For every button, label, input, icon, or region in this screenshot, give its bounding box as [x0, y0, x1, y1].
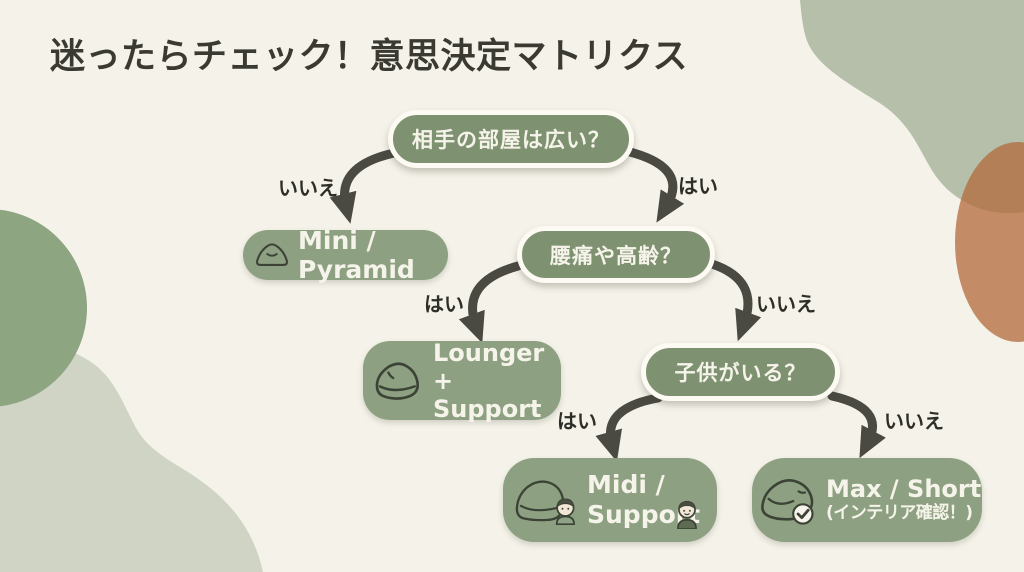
node-label: 腰痛や高齢？: [550, 243, 682, 268]
page-title: 迷ったらチェック！意思決定マトリクス: [50, 37, 688, 77]
node-label-line1: Max / Short: [826, 475, 982, 503]
node-label: Mini / Pyramid: [298, 226, 415, 284]
node-label: 子供がいる？: [674, 361, 807, 385]
edge-label-q1-no: いいえ: [278, 176, 338, 200]
check-badge-icon: [792, 503, 814, 525]
beanbag-lounger-icon: [375, 361, 419, 400]
arrow-q3-to-max: [827, 391, 886, 459]
node-question-room-size: 相手の部屋は広い？: [388, 110, 634, 168]
arrow-q1-to-q2: [625, 147, 685, 223]
edge-label-q2-no: いいえ: [756, 292, 816, 316]
node-result-max-short: Max / Short (インテリア確認！): [752, 458, 982, 542]
edge-label-q1-yes: はい: [678, 174, 718, 198]
arrow-q3-to-midi: [595, 393, 663, 462]
arrow-q1-to-mini: [329, 148, 399, 224]
beanbag-mini-icon: [256, 243, 288, 266]
node-label-line1: Midi /: [587, 470, 665, 499]
node-label-line1: Lounger +: [433, 338, 545, 395]
edge-label-q3-yes: はい: [557, 409, 597, 433]
beanbag-check-icon: [761, 479, 814, 525]
blob-sage-top-right: [800, 0, 1024, 214]
arrow-q2-to-lounger: [458, 261, 523, 344]
arrow-q2-to-q3: [707, 259, 762, 342]
node-result-mini-pyramid: Mini / Pyramid: [243, 226, 448, 284]
node-label-line2: (インテリア確認！): [826, 503, 973, 523]
edge-label-q2-yes: はい: [424, 292, 464, 316]
blob-dark-sage-left: [0, 209, 87, 407]
blob-terracotta-right: [955, 142, 1024, 342]
node-result-midi-support: Midi / Support: [503, 458, 717, 542]
node-result-lounger-support: Lounger + Support: [363, 338, 561, 423]
node-question-back-pain-elderly: 腰痛や高齢？: [517, 226, 715, 283]
beanbag-with-child-icon: [515, 480, 575, 525]
blob-pale-bottom-left: [0, 342, 263, 572]
node-question-children: 子供がいる？: [641, 343, 840, 401]
child-icon: [677, 500, 697, 529]
edge-label-q3-no: いいえ: [884, 409, 944, 433]
node-label: 相手の部屋は広い？: [412, 128, 610, 152]
node-label-line2: Support: [433, 394, 542, 423]
